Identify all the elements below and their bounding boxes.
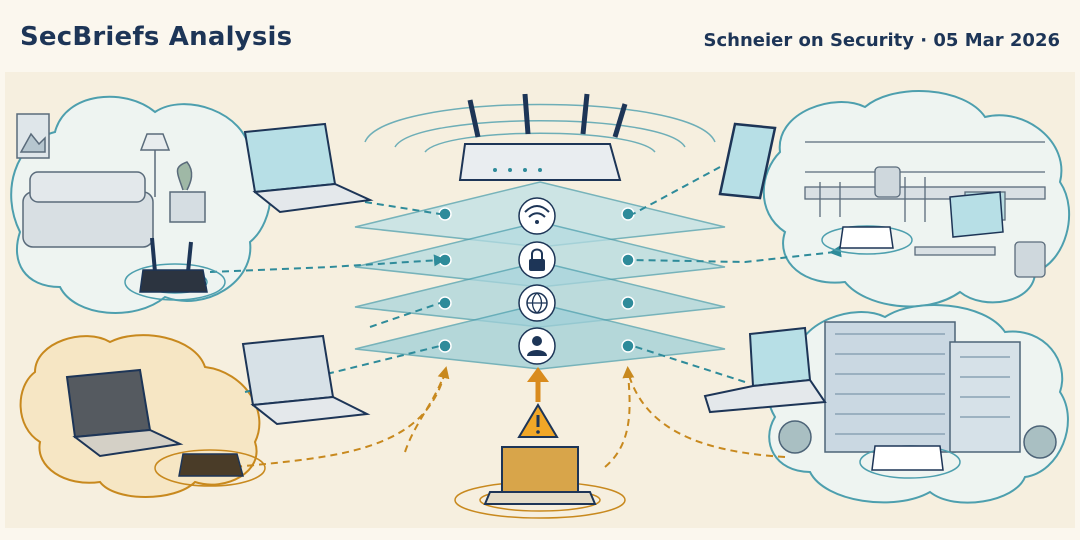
- corporate-access-point-icon: [859, 445, 961, 479]
- threat-arrow: [527, 367, 549, 402]
- brand-title: SecBriefs Analysis: [20, 22, 293, 52]
- phone-icon: [718, 122, 777, 200]
- header-bar: SecBriefs Analysis Schneier on Security …: [0, 0, 1080, 72]
- network-diagram: [10, 90, 1070, 519]
- globe-icon: [518, 284, 556, 322]
- untrusted-links: [234, 366, 786, 468]
- corporate-building: [778, 321, 1057, 459]
- home-router-icon: [124, 237, 226, 301]
- home-scene: [16, 113, 206, 248]
- source-dateline: Schneier on Security · 05 Mar 2026: [703, 30, 1060, 51]
- router-icon: [364, 93, 716, 181]
- laptop-icon: [703, 326, 827, 414]
- user-icon: [518, 327, 556, 365]
- laptop-icon: [243, 122, 374, 214]
- warning-icon: [517, 403, 559, 438]
- attacker-laptop-icon: [454, 446, 626, 519]
- laptop-icon: [949, 191, 1004, 238]
- untrusted-hub-icon: [154, 449, 266, 487]
- illustration: [5, 72, 1075, 528]
- lock-icon: [518, 241, 556, 279]
- office-access-point-icon: [821, 225, 913, 255]
- wifi-icon: [518, 197, 556, 235]
- laptop-icon: [65, 368, 184, 458]
- laptop-icon: [241, 334, 371, 426]
